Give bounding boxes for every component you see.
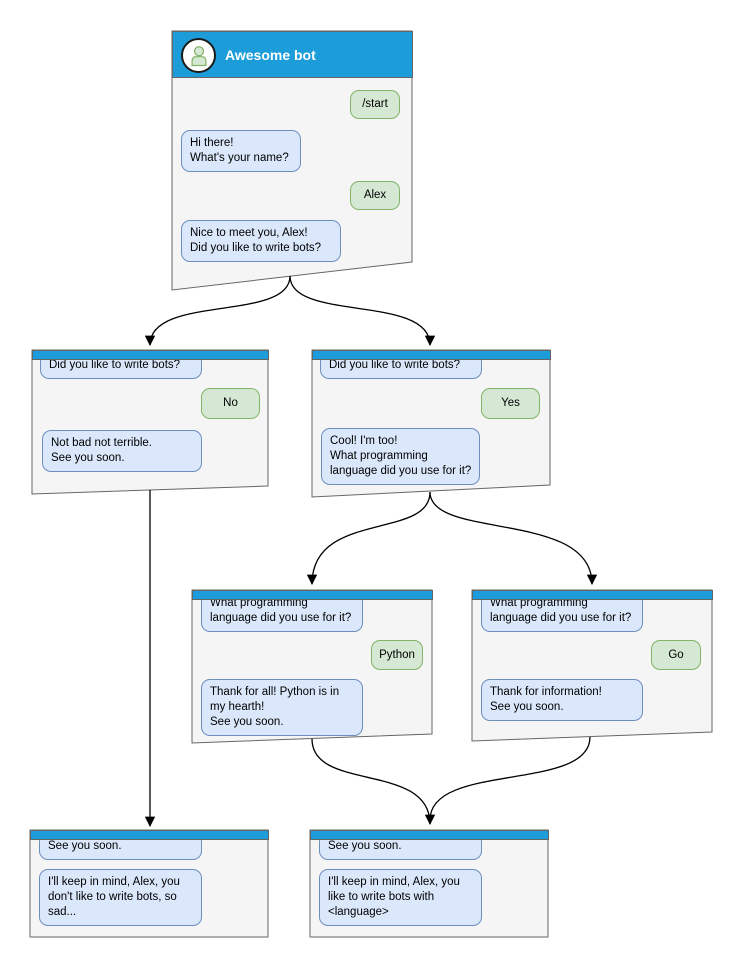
user-message-bubble: /start: [350, 90, 400, 119]
window-header-start: Awesome bot: [172, 31, 413, 78]
window-header-end-no: [30, 830, 269, 840]
user-message-bubble: No: [201, 388, 260, 419]
bot-message-bubble: I'll keep in mind, Alex, you don't like …: [39, 869, 202, 926]
bot-message-bubble: I'll keep in mind, Alex, you like to wri…: [319, 869, 482, 926]
bot-message-bubble: Thank for information! See you soon.: [481, 679, 643, 721]
window-header-branch-no: [32, 350, 269, 360]
user-message-bubble: Python: [371, 640, 423, 670]
user-message-bubble: Yes: [481, 388, 540, 419]
window-title: Awesome bot: [225, 46, 316, 63]
bot-avatar: [181, 38, 216, 73]
window-header-end-yes: [310, 830, 549, 840]
window-header-branch-yes: [312, 350, 551, 360]
bot-message-bubble: Not bad not terrible. See you soon.: [42, 430, 202, 472]
user-message-bubble: Alex: [350, 181, 400, 210]
flow-arrows: [144, 275, 598, 828]
bot-message-bubble: Hi there! What's your name?: [181, 130, 301, 172]
bot-message-bubble: Thank for all! Python is in my hearth! S…: [201, 679, 363, 736]
bot-message-bubble: Cool! I'm too! What programming language…: [321, 428, 480, 485]
edge-python-to-end: [311, 738, 436, 826]
user-message-bubble: Go: [651, 640, 701, 670]
edge-yes-to-go: [429, 491, 598, 586]
edge-yes-to-python: [306, 491, 431, 586]
bot-message-bubble: Nice to meet you, Alex! Did you like to …: [181, 220, 341, 262]
window-header-branch-go: [472, 590, 713, 600]
edge-go-to-end: [429, 736, 591, 821]
edge-start-to-no: [144, 275, 291, 347]
window-header-branch-python: [192, 590, 433, 600]
edge-start-to-yes: [289, 275, 436, 347]
person-icon: [190, 45, 207, 66]
